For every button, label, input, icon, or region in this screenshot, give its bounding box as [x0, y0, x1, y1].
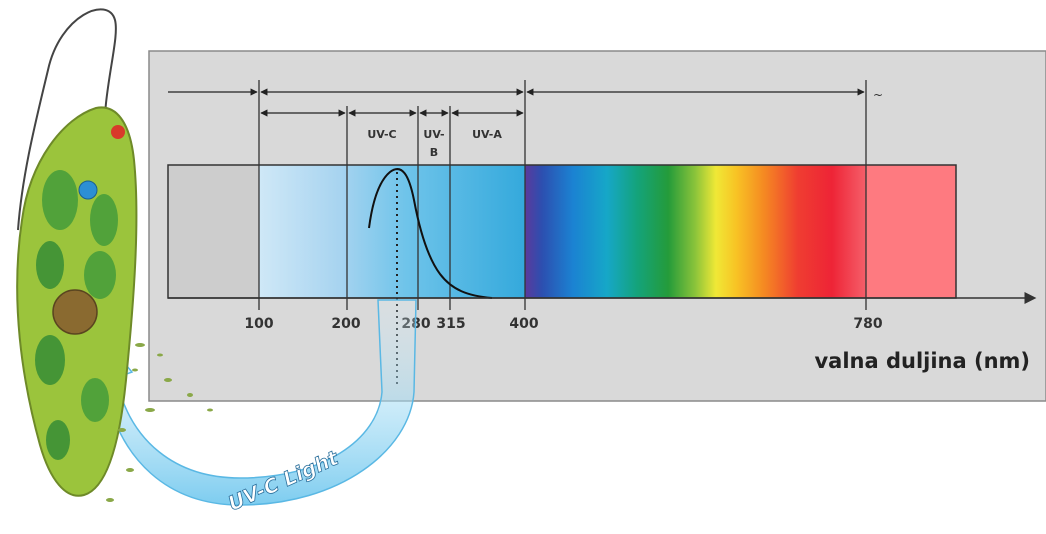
- spectrum-segment-infrared: [866, 165, 956, 298]
- chloroplast: [36, 241, 64, 289]
- chloroplast: [35, 335, 65, 385]
- tick-label-200: 200: [331, 316, 360, 332]
- band-label-uvc: UV-C: [367, 128, 396, 141]
- eyespot: [111, 125, 125, 139]
- flagellum: [17, 8, 117, 231]
- chloroplast: [81, 378, 109, 422]
- euglena-organism: [16, 8, 138, 497]
- boundary-lines: [258, 80, 867, 310]
- spectrum-segment-xray: [168, 165, 259, 298]
- tick-label-780: 780: [853, 316, 882, 332]
- nucleus: [52, 289, 98, 335]
- debris-particles: [106, 343, 213, 502]
- tick-label-400: 400: [509, 316, 538, 332]
- chloroplast: [42, 170, 78, 230]
- contractile-vacuole: [78, 180, 98, 200]
- tilde-mark: ~: [873, 88, 883, 102]
- spectrum-bar: [167, 164, 957, 299]
- spectrum-segment-visible: [525, 165, 866, 298]
- tick-label-315: 315: [436, 316, 465, 332]
- band-label-uva: UV-A: [472, 128, 502, 141]
- chloroplast: [84, 251, 116, 299]
- germicidal-absorption-curve: [368, 168, 493, 299]
- chloroplast: [46, 420, 70, 460]
- chloroplast: [90, 194, 118, 246]
- band-label-uvb-line2: B: [430, 146, 438, 159]
- range-arrows: [168, 88, 865, 117]
- spectrum-segment-uv: [259, 165, 525, 298]
- tick-label-100: 100: [244, 316, 273, 332]
- axis-label: valna duljina (nm): [814, 349, 1030, 373]
- band-label-uvb-line1: UV-: [423, 128, 444, 141]
